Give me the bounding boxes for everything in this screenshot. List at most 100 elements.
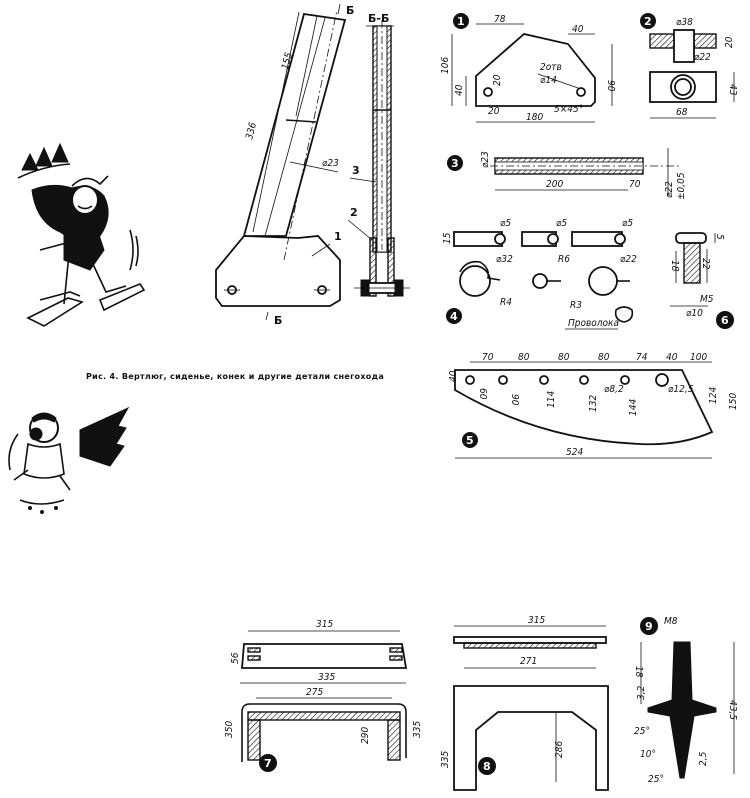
svg-text:⌀23: ⌀23 (480, 151, 491, 168)
svg-text:180: 180 (526, 112, 543, 123)
svg-text:R6: R6 (558, 254, 570, 265)
svg-text:4: 4 (450, 310, 458, 323)
svg-text:80: 80 (518, 352, 530, 363)
svg-text:3: 3 (451, 157, 459, 170)
svg-text:⌀5: ⌀5 (556, 218, 567, 229)
svg-text:124: 124 (708, 387, 719, 404)
part-5-runner: 70 80 80 80 74 40 100 40 60 90 114 132 1… (448, 352, 739, 459)
svg-text:200: 200 (546, 179, 563, 190)
illustration-child-with-tree (8, 406, 130, 514)
svg-text:80: 80 (598, 352, 610, 363)
illustration-child-on-snowmobile (17, 142, 146, 327)
svg-text:25°: 25° (634, 726, 650, 737)
svg-text:7: 7 (264, 757, 272, 770)
svg-text:43: 43 (727, 84, 738, 96)
svg-text:80: 80 (558, 352, 570, 363)
part-badge-3 (447, 155, 463, 171)
part-badge-2 (640, 13, 656, 29)
svg-text:⌀12,5: ⌀12,5 (668, 384, 694, 395)
callout-1: 1 (334, 230, 342, 243)
part-badge-4 (446, 308, 462, 324)
svg-text:74: 74 (636, 352, 648, 363)
section-mark-top: Б (346, 4, 354, 17)
svg-text:8: 8 (483, 760, 491, 773)
svg-text:15: 15 (442, 232, 453, 244)
svg-text:40: 40 (454, 84, 465, 96)
svg-text:60: 60 (477, 388, 488, 400)
svg-text:⌀22: ⌀22 (694, 52, 711, 63)
svg-text:20: 20 (724, 36, 735, 48)
svg-text:⌀5: ⌀5 (622, 218, 633, 229)
svg-text:335: 335 (412, 721, 423, 738)
svg-text:2: 2 (644, 15, 652, 28)
svg-text:18: 18 (633, 666, 644, 678)
svg-text:100: 100 (690, 352, 707, 363)
swivel-assembly-view: 336 155 ⌀23 Б Б (215, 3, 354, 327)
section-label: Б-Б (368, 12, 389, 25)
svg-text:78: 78 (494, 14, 506, 25)
dim-155: 155 (280, 51, 295, 71)
svg-text:286: 286 (554, 741, 565, 758)
svg-text:10°: 10° (640, 749, 656, 760)
svg-text:2отв: 2отв (540, 62, 562, 73)
part-7-seat: 315 56 335 275 350 290 335 7 (224, 619, 423, 772)
svg-text:⌀8,2: ⌀8,2 (604, 384, 624, 395)
svg-text:2,5: 2,5 (698, 751, 709, 766)
svg-text:68: 68 (676, 107, 688, 118)
svg-text:18: 18 (669, 260, 680, 272)
svg-text:315: 315 (528, 615, 545, 626)
svg-text:⌀5: ⌀5 (500, 218, 511, 229)
part-4-clamps: 15 ⌀5 ⌀5 ⌀5 ⌀32 R6 ⌀22 R4 R3 Проволока 4 (442, 218, 637, 330)
part-badge-6 (716, 311, 734, 329)
svg-text:⌀22: ⌀22 (664, 181, 675, 198)
svg-text:20: 20 (488, 106, 500, 117)
part-2-bushing: 2 ⌀38 20 ⌀22 43 68 (640, 13, 738, 119)
callout-2: 2 (350, 206, 358, 219)
svg-text:R4: R4 (500, 297, 512, 308)
svg-text:43,5: 43,5 (727, 700, 738, 720)
figure-caption: Рис. 4. Вертлюг, сиденье, конек и другие… (86, 372, 385, 381)
part-1-plate: 1 78 40 106 90 40 20 20 180 5×45° 2отв ⌀… (440, 13, 616, 123)
svg-text:5: 5 (466, 434, 474, 447)
svg-text:6: 6 (721, 314, 729, 327)
svg-text:275: 275 (306, 687, 323, 698)
svg-text:3,2: 3,2 (636, 685, 647, 700)
svg-text:⌀10: ⌀10 (686, 308, 703, 319)
svg-text:⌀14: ⌀14 (540, 75, 557, 86)
dim-d23: ⌀23 (322, 158, 339, 169)
part-badge-5 (462, 432, 478, 448)
svg-text:90: 90 (509, 394, 520, 406)
svg-text:M5: M5 (700, 294, 714, 305)
svg-text:⌀32: ⌀32 (496, 254, 513, 265)
svg-text:20: 20 (492, 74, 503, 86)
svg-text:9: 9 (645, 620, 653, 633)
svg-text:40: 40 (448, 370, 459, 382)
svg-text:56: 56 (230, 652, 241, 664)
svg-text:40: 40 (666, 352, 678, 363)
svg-text:70: 70 (482, 352, 494, 363)
part-8-frame: 315 271 335 286 8 (440, 615, 609, 791)
svg-text:Проволока: Проволока (568, 318, 619, 329)
svg-text:22: 22 (700, 258, 711, 270)
svg-text:132: 132 (588, 395, 599, 412)
svg-text:90: 90 (605, 80, 616, 92)
svg-text:290: 290 (360, 727, 371, 744)
part-badge-8 (478, 757, 496, 775)
part-badge-7 (259, 754, 277, 772)
svg-text:524: 524 (566, 447, 583, 458)
dim-336: 336 (244, 121, 259, 141)
svg-text:335: 335 (440, 751, 451, 768)
svg-text:M8: M8 (664, 616, 678, 627)
part-3-tube: 3 ⌀23 200 70 ⌀22 ±0,05 (447, 148, 687, 200)
part-9-spike: 9 M8 18 3,2 43,5 2,5 25° 10° 25° (633, 616, 738, 785)
part-6-bolt: 5 18 22 M5 ⌀10 6 (669, 232, 734, 329)
section-view-bb: Б-Б 3 2 1 (311, 12, 410, 297)
svg-text:335: 335 (318, 672, 335, 683)
svg-text:114: 114 (546, 391, 557, 408)
svg-text:106: 106 (440, 57, 451, 74)
svg-text:350: 350 (224, 721, 235, 738)
svg-text:70: 70 (629, 179, 641, 190)
svg-text:5×45°: 5×45° (554, 104, 583, 115)
svg-text:1: 1 (457, 15, 465, 28)
